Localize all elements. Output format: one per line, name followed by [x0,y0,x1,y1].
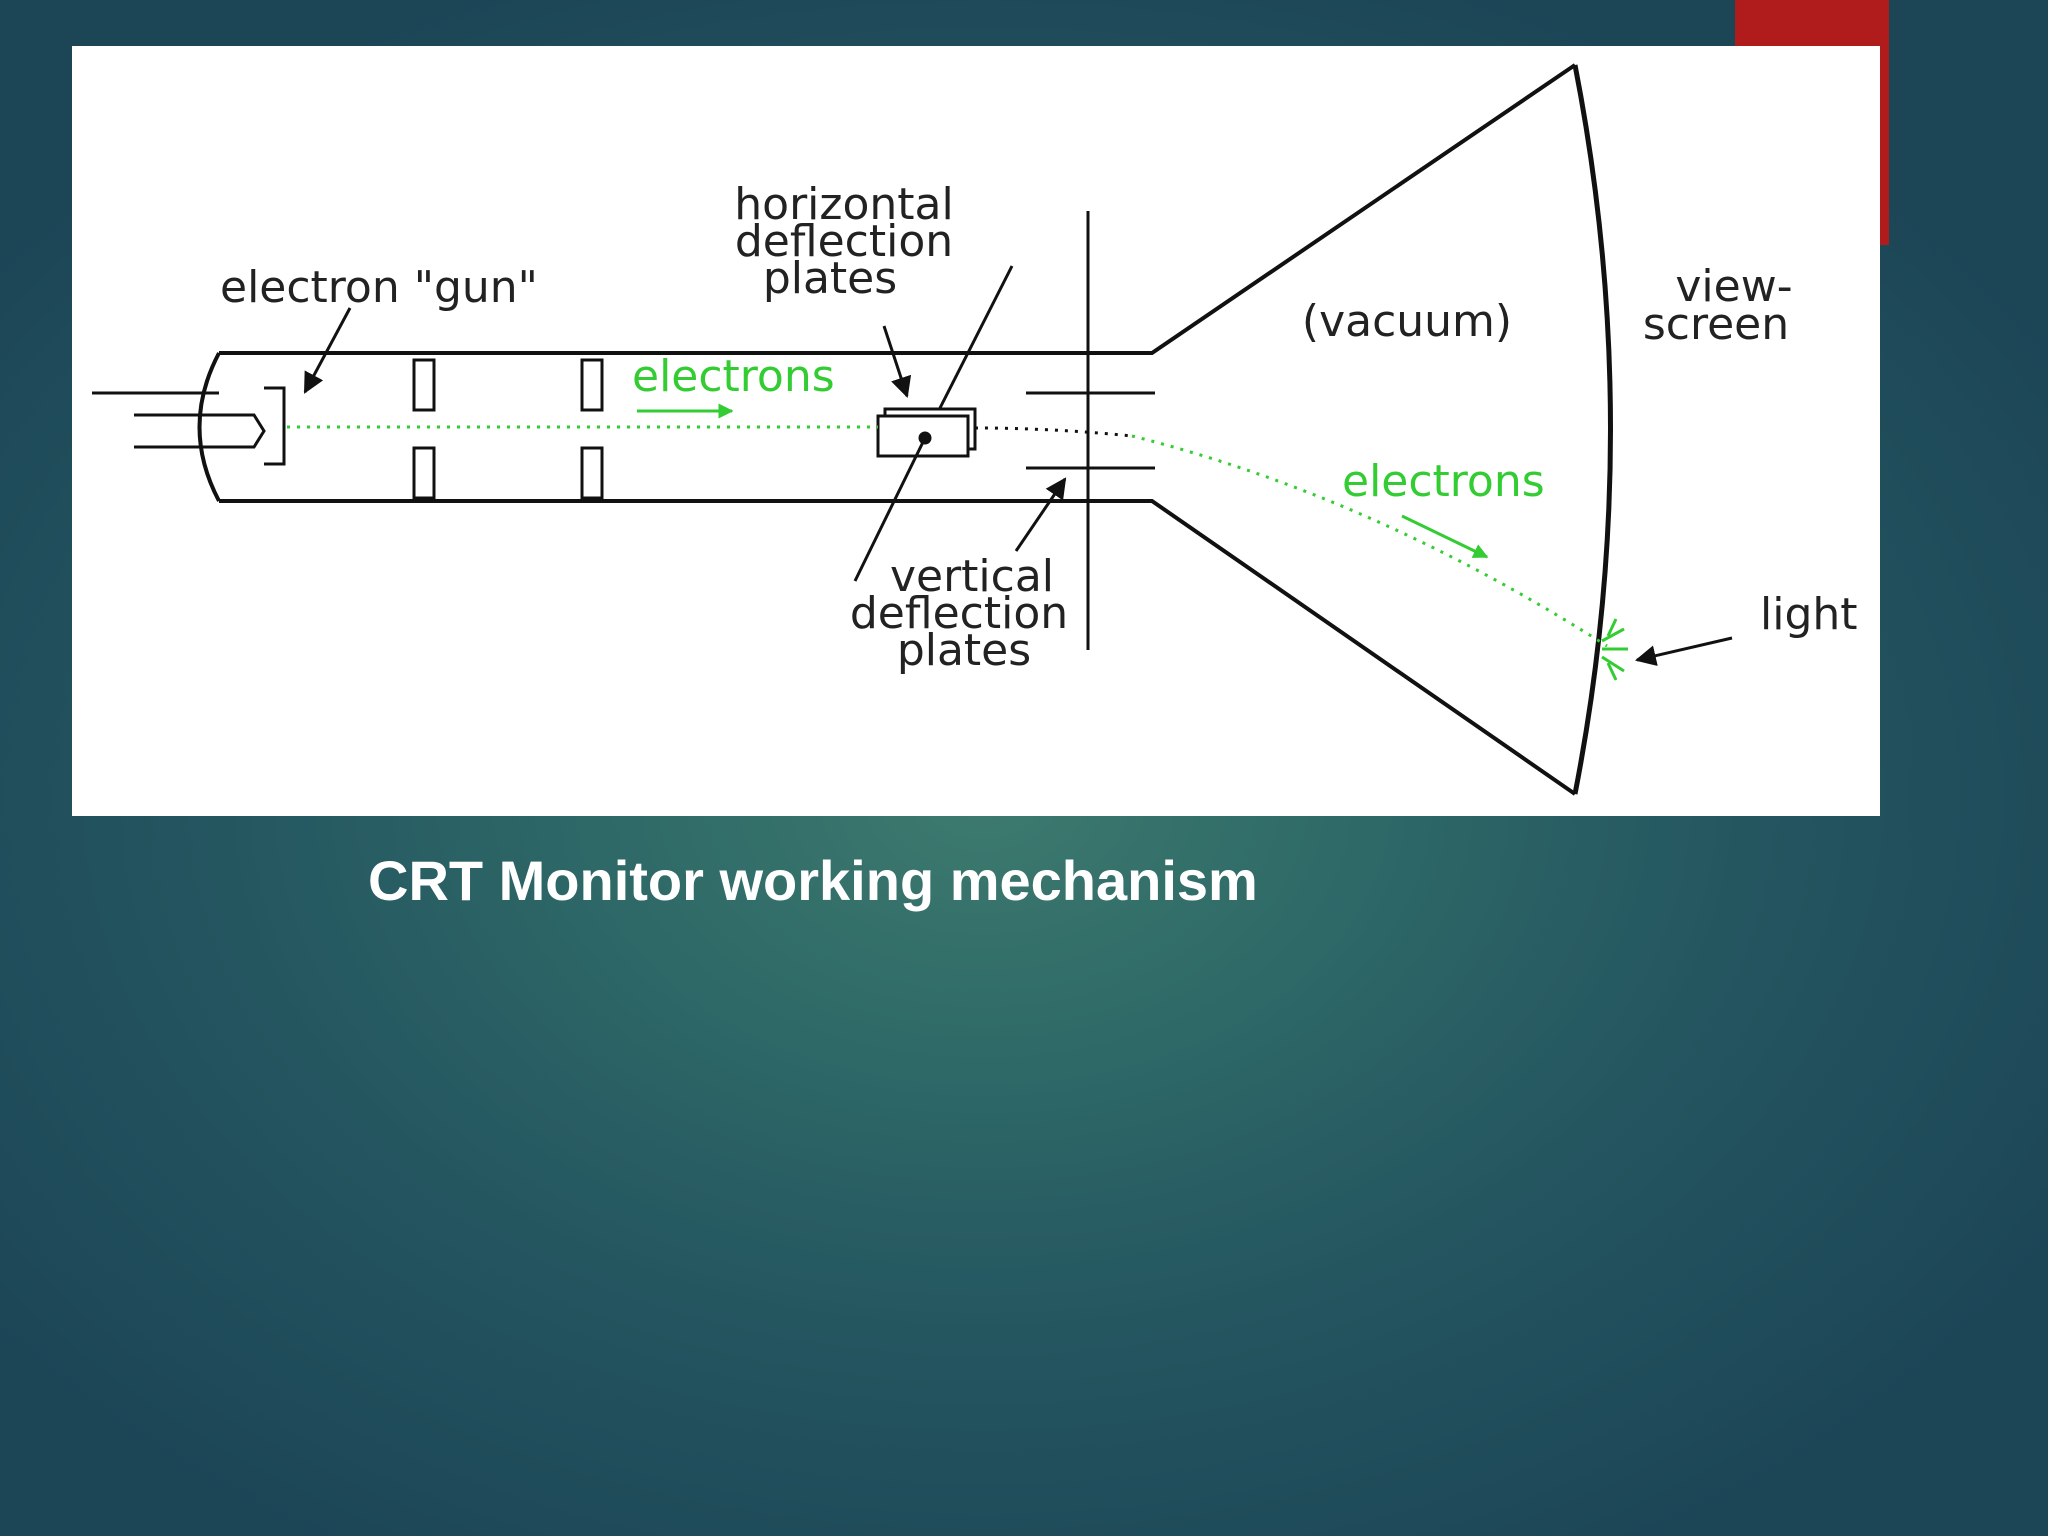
label-vertical-line-3: plates [897,625,1031,676]
horizontal-deflection-plates [876,407,977,458]
label-vertical-line-1: vertical [890,551,1054,602]
label-view-screen-line-2: screen [1643,299,1789,350]
label-horizontal-line-2: deflection [735,216,953,267]
electron-beam [287,425,1608,648]
light-pointer-arrow [1634,636,1733,666]
label-vertical-line-2: deflection [850,588,1068,639]
label-electrons-1: electrons [632,351,835,402]
label-vacuum: (vacuum) [1302,296,1512,347]
view-screen [1572,64,1613,795]
crt-diagram-svg: electron "gun" horizontal deflection pla… [92,63,1858,796]
electrons-arrow-2 [1401,514,1489,559]
tube-neck [197,63,1577,796]
label-horizontal-line-1: horizontal [734,179,953,230]
light-burst [1601,618,1628,681]
label-electrons-2: electrons [1342,456,1545,507]
horizontal-plates-leader [938,265,1014,409]
label-light: light [1760,589,1858,640]
anode-plates [412,358,604,500]
gun-pointer-arrow [303,307,352,394]
label-horizontal-line-3: plates [763,253,897,304]
vertical-plates-pointer-arrow [1014,477,1067,552]
label-electron-gun: electron "gun" [220,262,538,313]
electron-gun [92,386,286,466]
crt-diagram: electron "gun" horizontal deflection pla… [72,46,1880,816]
vertical-plates-leader [853,437,927,582]
vertical-deflection-plates [1026,211,1155,650]
slide-caption: CRT Monitor working mechanism [368,849,1258,912]
label-view-screen-line-1: view- [1675,261,1792,312]
horizontal-plates-pointer-arrow [882,325,912,398]
